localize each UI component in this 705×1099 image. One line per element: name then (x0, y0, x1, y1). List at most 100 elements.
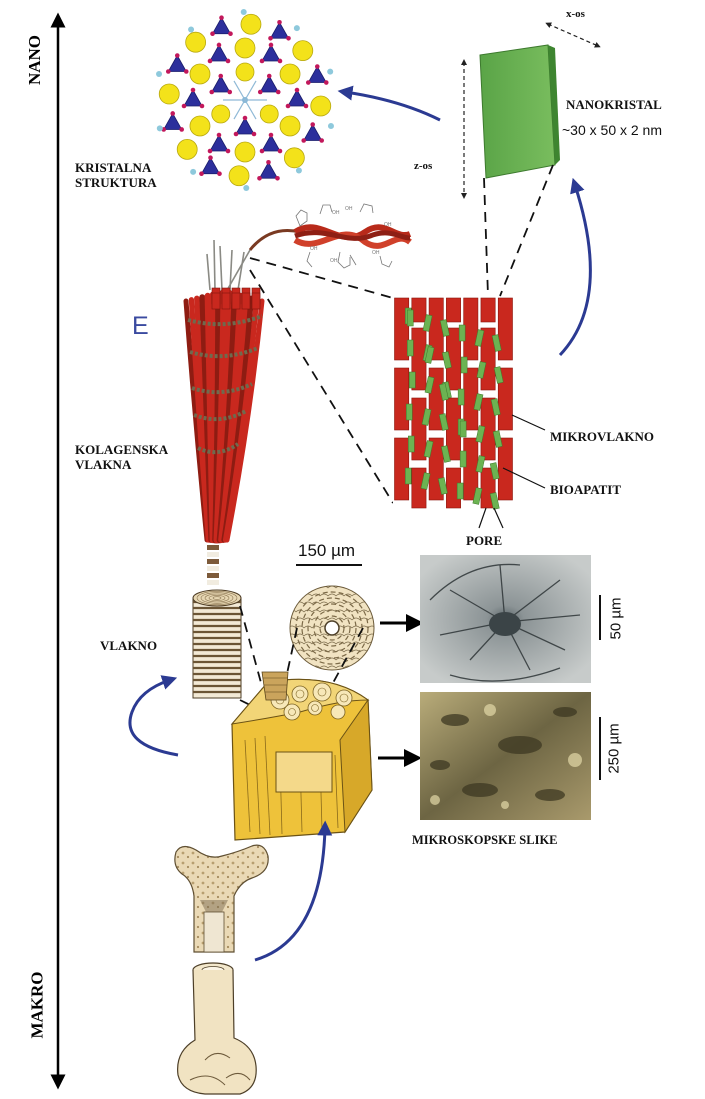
collagen-fiber-bundle (186, 288, 262, 585)
oxygen-atom (226, 149, 231, 154)
crystal-bond (245, 81, 256, 100)
micrograph-bottom-scale-label: 250 µm (606, 717, 623, 781)
oxygen-atom (208, 155, 213, 160)
calcium-ion (284, 148, 304, 168)
oxygen-atom (219, 15, 224, 20)
oxygen-atom (286, 36, 291, 41)
haversian-canal (325, 621, 339, 635)
calcium-ion (260, 105, 278, 123)
bioapatite-crystal (407, 340, 413, 356)
bioapatite-crystal (460, 421, 466, 437)
micrograph-bottom (420, 692, 591, 820)
outer-ion (243, 185, 249, 191)
fiber-cylinder (193, 590, 241, 698)
phosphate-tetrahedron (201, 158, 219, 174)
oxygen-atom (267, 74, 272, 79)
bioapatite-crystal (408, 436, 414, 452)
oxygen-atom (306, 80, 311, 85)
phosphate-tetrahedron (168, 55, 186, 71)
label-collagen-fibers: KOLAGENSKA VLAKNA (75, 443, 168, 473)
leader-line (479, 508, 486, 528)
bioapatite-crystal (406, 404, 412, 420)
calcium-ion (190, 116, 210, 136)
phosphate-tetrahedron (260, 76, 278, 92)
oxygen-atom (227, 90, 232, 95)
svg-text:OH: OH (372, 250, 380, 256)
oxygen-atom (217, 171, 222, 176)
oxygen-atom (304, 104, 309, 109)
cortical-bone-block (232, 672, 372, 840)
oxygen-atom (175, 53, 180, 58)
phosphate-tetrahedron (213, 18, 231, 34)
oxygen-atom (269, 43, 274, 48)
microfibril-block (393, 298, 514, 509)
oxygen-atom (268, 36, 273, 41)
fibril-end (242, 293, 250, 309)
label-fiber: VLAKNO (100, 639, 157, 654)
outer-ion (156, 71, 162, 77)
calcium-ion (229, 166, 249, 186)
oxygen-atom (218, 74, 223, 79)
oxygen-atom (210, 31, 215, 36)
oxygen-atom (228, 31, 233, 36)
label-nanocrystal: NANOKRISTAL (566, 98, 662, 113)
outer-ion (188, 27, 194, 33)
oxygen-atom (217, 133, 222, 138)
zoom-line (240, 606, 263, 690)
outer-ion (328, 123, 334, 129)
oxygen-atom (217, 43, 222, 48)
label-crystal-structure: KRISTALNA STRUKTURA (75, 161, 157, 191)
oxygen-atom (166, 69, 171, 74)
leader-line (494, 508, 503, 528)
bioapatite-crystal (458, 389, 464, 405)
phosphate-tetrahedron (288, 90, 306, 106)
label-z-axis: z-os (414, 160, 432, 173)
phosphate-tetrahedron (212, 76, 230, 92)
oxygen-atom (276, 90, 281, 95)
frayed-fibrils (207, 240, 250, 292)
phosphate-tetrahedron (164, 113, 182, 129)
bioapatite-crystal (460, 451, 466, 467)
phosphate-tetrahedron (271, 22, 289, 38)
bioapatite-crystal (461, 357, 467, 373)
oxygen-atom (170, 111, 175, 116)
oxygen-atom (179, 127, 184, 132)
microfibril-rod (481, 298, 495, 322)
leader-line (512, 415, 545, 430)
calcium-ion (212, 105, 230, 123)
phosphate-tetrahedron (259, 162, 277, 178)
phosphate-tetrahedron (184, 90, 202, 106)
crystal-bond (234, 100, 245, 119)
oxygen-atom (208, 59, 213, 64)
phosphate-tetrahedron (262, 135, 280, 151)
outer-ion (241, 9, 247, 15)
label-nanocrystal-dims: ~30 x 50 x 2 nm (562, 122, 662, 138)
outer-ion (296, 167, 302, 173)
arrow-microfibril-to-slab (560, 185, 590, 355)
oxygen-atom (200, 104, 205, 109)
fiber-tail-segment (207, 580, 219, 585)
label-bioapatite: BIOAPATIT (550, 483, 621, 498)
micrograph-top (420, 555, 591, 683)
outer-ion (327, 69, 333, 75)
oxygen-atom (269, 133, 274, 138)
calcium-ion (235, 142, 255, 162)
fiber-tail-segment (207, 566, 219, 571)
svg-text:OH: OH (330, 258, 338, 264)
calcium-ion (236, 63, 254, 81)
oxygen-atom (301, 138, 306, 143)
oxygen-atom (295, 88, 300, 93)
outer-ion (190, 169, 196, 175)
phosphate-tetrahedron (308, 67, 326, 83)
phosphate-tetrahedron (236, 118, 254, 134)
axis-label-nano: NANO (25, 35, 45, 85)
crystal-structure-illustration (156, 9, 334, 191)
label-micro-images: MIKROSKOPSKE SLIKE (412, 833, 558, 847)
phosphate-tetrahedron (210, 135, 228, 151)
arrow-femur-to-block (255, 828, 325, 960)
zoom-line (250, 270, 393, 503)
fiber-tail-segment (207, 552, 219, 557)
oxygen-atom (234, 132, 239, 137)
oxygen-atom (286, 104, 291, 109)
fibril-end (252, 293, 260, 309)
